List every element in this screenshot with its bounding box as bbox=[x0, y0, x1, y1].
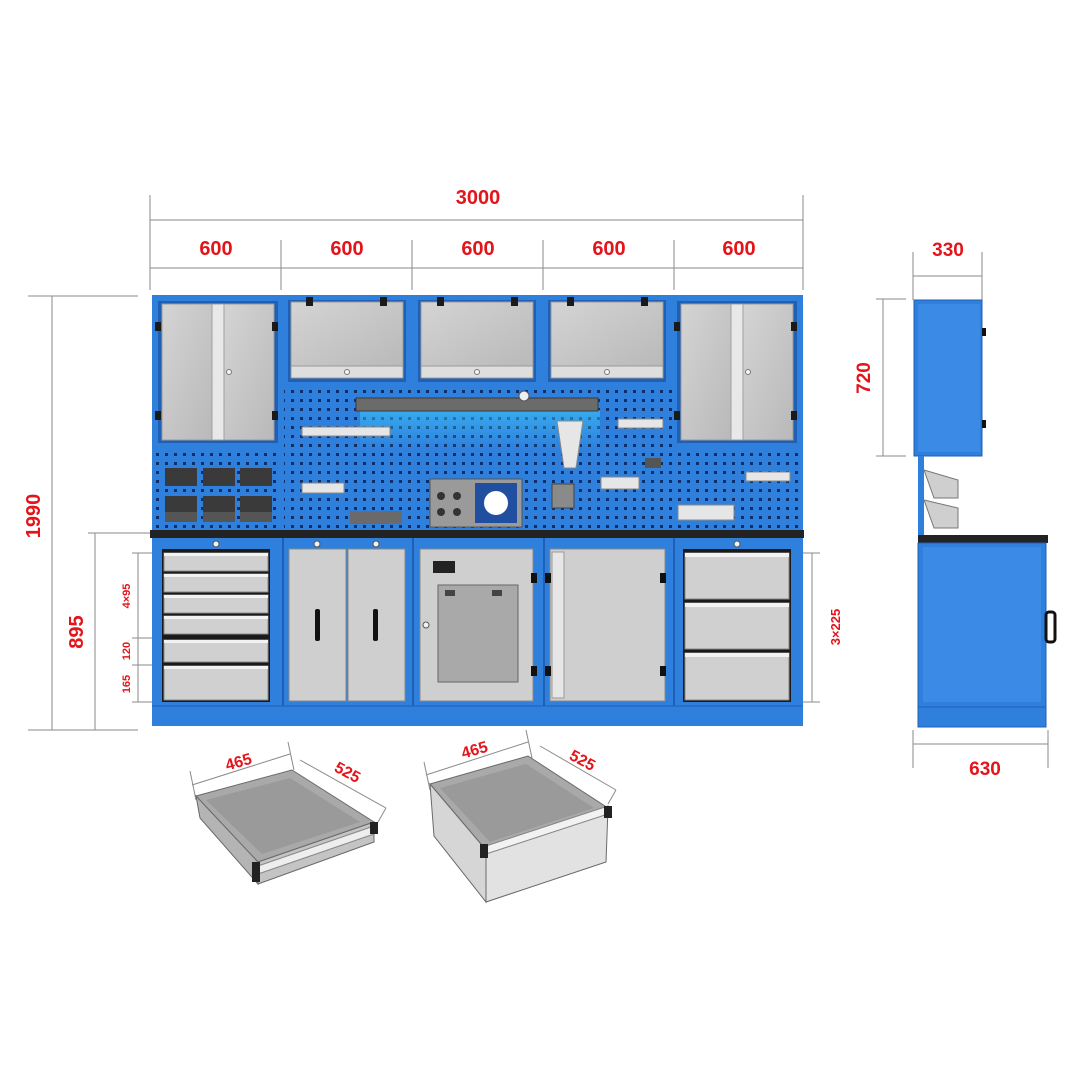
small-drawers-label: 4×95 bbox=[121, 584, 133, 609]
upper-cabinet-height-label: 720 bbox=[854, 362, 875, 394]
drawer-cabinet-left bbox=[162, 540, 270, 702]
module-width-label: 600 bbox=[330, 238, 363, 260]
lower-height-label: 895 bbox=[66, 615, 88, 648]
tool-holders bbox=[301, 418, 791, 528]
storage-bins bbox=[165, 468, 272, 522]
drawer-a-depth-label: 525 bbox=[331, 759, 363, 787]
handle-icon bbox=[1044, 610, 1057, 644]
pc-cabinet bbox=[419, 548, 537, 702]
bottom-drawer-label: 165 bbox=[121, 675, 133, 693]
worktop bbox=[150, 530, 804, 538]
side-depth-top-label: 330 bbox=[932, 240, 964, 261]
lock-icon bbox=[313, 540, 321, 548]
lock-icon bbox=[372, 540, 380, 548]
right-dimensions: 3×225 bbox=[803, 552, 843, 703]
module-width-label: 600 bbox=[199, 238, 232, 260]
side-view: 330 720 630 bbox=[854, 240, 1057, 780]
drawer-detail-shallow: 465 525 bbox=[189, 741, 387, 886]
lock-icon bbox=[212, 540, 220, 548]
door-cabinet-double bbox=[288, 540, 406, 702]
drawer-cabinet-right bbox=[683, 540, 791, 702]
module-width-label: 600 bbox=[722, 238, 755, 260]
drawer-detail-deep: 465 525 bbox=[423, 729, 617, 904]
total-height-label: 1990 bbox=[23, 494, 45, 539]
module-width-label: 600 bbox=[592, 238, 625, 260]
upper-cabinet-5 bbox=[674, 301, 797, 443]
upper-cabinet-2 bbox=[288, 297, 406, 382]
side-depth-bottom-label: 630 bbox=[969, 759, 1001, 780]
upper-cabinet-1 bbox=[155, 301, 278, 443]
front-view bbox=[150, 295, 804, 726]
handle-icon bbox=[373, 609, 378, 641]
handle-icon bbox=[315, 609, 320, 641]
drawer-a-width-label: 465 bbox=[224, 751, 254, 775]
upper-cabinet-4 bbox=[548, 297, 666, 382]
module-width-label: 600 bbox=[461, 238, 494, 260]
drawer-b-width-label: 465 bbox=[460, 739, 490, 763]
lock-icon bbox=[733, 540, 741, 548]
total-width-label: 3000 bbox=[456, 187, 501, 209]
top-dimensions: 3000 600 600 600 600 600 bbox=[149, 187, 804, 290]
left-dimensions: 1990 895 4×95 120 165 bbox=[23, 295, 158, 731]
right-drawers-label: 3×225 bbox=[828, 609, 843, 646]
door-cabinet-single bbox=[545, 548, 666, 702]
upper-cabinet-3 bbox=[418, 297, 536, 382]
mid-drawer-label: 120 bbox=[121, 642, 133, 660]
